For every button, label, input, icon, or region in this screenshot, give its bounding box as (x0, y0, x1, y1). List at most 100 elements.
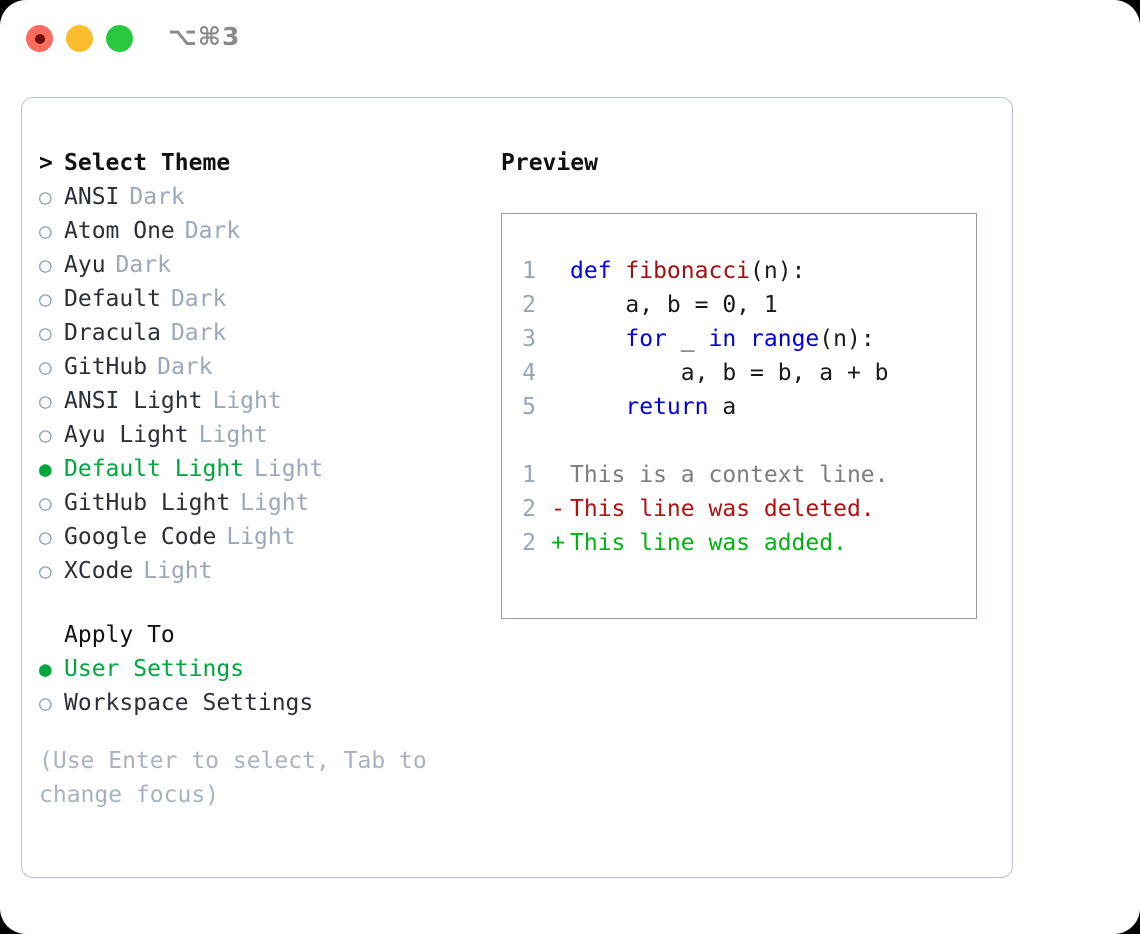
radio-selected-icon: ● (39, 657, 52, 681)
minimize-button[interactable] (66, 25, 93, 52)
radio-unselected-icon: ○ (39, 253, 52, 277)
radio-unselected-icon: ○ (39, 423, 52, 447)
theme-list-item[interactable]: ○ Ayu Light Light (39, 418, 479, 452)
code-line: 1 def fibonacci(n): (502, 254, 976, 288)
theme-item-label: ANSI (64, 184, 120, 210)
theme-item-label: ANSI Light (64, 388, 203, 414)
preview-title: Preview (501, 150, 598, 176)
theme-item-category: Light (254, 456, 324, 482)
code-token: _ (666, 326, 709, 352)
theme-item-category: Dark (184, 218, 241, 244)
diff-line-text: This is a context line. (570, 462, 889, 488)
code-diff-spacer (502, 424, 976, 458)
code-token: (n): (750, 258, 806, 284)
apply-to-heading-label: Apply To (64, 622, 175, 648)
radio-unselected-icon: ○ (39, 559, 52, 583)
radio-unselected-icon: ○ (39, 185, 52, 209)
code-token: range (750, 326, 820, 352)
theme-item-label: Default Light (64, 456, 245, 482)
code-token: (n): (819, 326, 875, 352)
theme-item-category: Light (212, 388, 282, 414)
diff-line: 2-This line was deleted. (502, 492, 976, 526)
radio-unselected-icon: ○ (39, 321, 52, 345)
theme-item-category: Dark (170, 286, 227, 312)
radio-unselected-icon: ○ (39, 525, 52, 549)
radio-unselected-icon: ○ (39, 691, 52, 715)
line-number: 5 (522, 394, 536, 420)
theme-item-category: Light (240, 490, 310, 516)
theme-item-label: Ayu Light (64, 422, 189, 448)
theme-item-label: Default (64, 286, 161, 312)
code-token (570, 394, 625, 420)
theme-list-item[interactable]: ○ ANSI Dark (39, 180, 479, 214)
code-line: 4 a, b = b, a + b (502, 356, 976, 390)
theme-list-item[interactable]: ○ ANSI Light Light (39, 384, 479, 418)
code-line: 3 for _ in range(n): (502, 322, 976, 356)
theme-item-category: Light (198, 422, 268, 448)
radio-unselected-icon: ○ (39, 287, 52, 311)
code-line-text: for _ in range(n): (570, 326, 875, 352)
theme-item-category: Dark (170, 320, 227, 346)
keyboard-shortcut-label: ⌥⌘3 (168, 22, 241, 51)
line-number: 2 (522, 530, 536, 556)
apply-to-heading: Apply To (39, 618, 479, 652)
radio-unselected-icon: ○ (39, 491, 52, 515)
apply-to-item-label: Workspace Settings (64, 690, 314, 716)
code-line: 5 return a (502, 390, 976, 424)
radio-unselected-icon: ○ (39, 389, 52, 413)
theme-item-category: Dark (115, 252, 171, 278)
theme-list-item[interactable]: ○ XCode Light (39, 554, 479, 588)
maximize-button[interactable] (106, 25, 133, 52)
code-token (736, 326, 750, 352)
line-number: 2 (522, 292, 536, 318)
window-titlebar: ⌥⌘3 (0, 0, 1140, 78)
diff-line: 2+This line was added. (502, 526, 976, 560)
theme-list-item[interactable]: ○ Atom One Dark (39, 214, 479, 248)
radio-selected-icon: ● (39, 457, 52, 481)
code-token: fibonacci (625, 258, 751, 284)
theme-item-category: Dark (129, 184, 185, 210)
apply-to-item[interactable]: ●User Settings (39, 652, 479, 686)
theme-item-label: Atom One (64, 218, 175, 244)
window-controls (26, 25, 133, 52)
diff-line-text: This line was added. (570, 530, 847, 556)
close-button[interactable] (26, 25, 53, 52)
line-number: 3 (522, 326, 536, 352)
theme-list-item[interactable]: ○ Default Dark (39, 282, 479, 316)
code-token: return (625, 394, 709, 420)
code-token: def (570, 258, 626, 284)
code-line-text: def fibonacci(n): (570, 258, 805, 284)
theme-item-label: XCode (64, 558, 134, 584)
code-line-text: return a (570, 394, 736, 420)
line-number: 1 (522, 258, 536, 284)
theme-list-item[interactable]: ● Default Light Light (39, 452, 479, 486)
line-number: 2 (522, 496, 536, 522)
theme-item-category: Dark (157, 354, 213, 380)
radio-unselected-icon: ○ (39, 219, 52, 243)
theme-item-category: Light (226, 524, 296, 550)
diff-marker: - (551, 496, 565, 522)
theme-item-label: Ayu (64, 252, 106, 278)
caret-icon: > (39, 150, 53, 176)
section-spacer (39, 588, 479, 618)
theme-item-category: Light (143, 558, 213, 584)
code-token (570, 326, 625, 352)
code-line-text: a, b = 0, 1 (570, 292, 778, 318)
code-token: for (625, 326, 667, 352)
code-token: a, b = 0, 1 (570, 292, 778, 318)
apply-to-item[interactable]: ○ Workspace Settings (39, 686, 479, 720)
code-line: 2 a, b = 0, 1 (502, 288, 976, 322)
theme-list-item[interactable]: ○ Ayu Dark (39, 248, 479, 282)
